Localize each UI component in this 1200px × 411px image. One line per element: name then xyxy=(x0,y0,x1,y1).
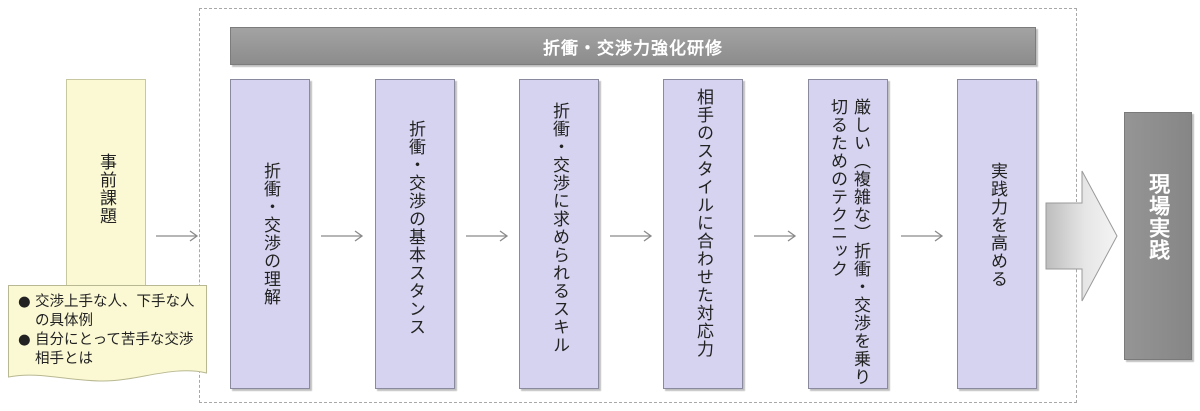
arrow-right-icon xyxy=(321,230,364,242)
note-text: 交渉上手な人、下手な人の具体例 xyxy=(35,294,195,329)
block-arrow-icon xyxy=(1045,170,1118,302)
bullet-icon: ● xyxy=(18,332,31,348)
step-2: 折衝・交渉の基本スタンス xyxy=(375,79,455,389)
program-frame xyxy=(199,8,1077,403)
step-5: 厳しい（複雑な）折衝・交渉を乗り切るためのテクニック xyxy=(808,79,888,389)
result-box: 現場実践 xyxy=(1124,112,1192,360)
pre-assignment-note: ●交渉上手な人、下手な人の具体例 ●自分にとって苦手な交渉相手とは xyxy=(8,285,207,385)
step-6: 実践力を高める xyxy=(957,79,1037,389)
arrow-right-icon xyxy=(156,230,199,242)
arrow-right-icon xyxy=(466,230,509,242)
arrow-right-icon xyxy=(610,230,653,242)
pre-assignment-box: 事前課題 xyxy=(66,79,146,299)
step-1: 折衝・交渉の理解 xyxy=(230,79,310,389)
step-4: 相手のスタイルに合わせた対応力 xyxy=(663,79,743,389)
note-item: ●交渉上手な人、下手な人の具体例 xyxy=(18,293,204,331)
note-item: ●自分にとって苦手な交渉相手とは xyxy=(18,331,204,369)
note-text: 自分にとって苦手な交渉相手とは xyxy=(35,332,194,367)
bullet-icon: ● xyxy=(18,294,31,310)
note-list: ●交渉上手な人、下手な人の具体例 ●自分にとって苦手な交渉相手とは xyxy=(18,293,204,369)
arrow-right-icon xyxy=(754,230,797,242)
program-title-banner: 折衝・交渉力強化研修 xyxy=(230,27,1036,65)
note-shape xyxy=(8,285,207,382)
arrow-right-icon xyxy=(901,230,944,242)
step-3: 折衝・交渉に求められるスキル xyxy=(519,79,599,389)
